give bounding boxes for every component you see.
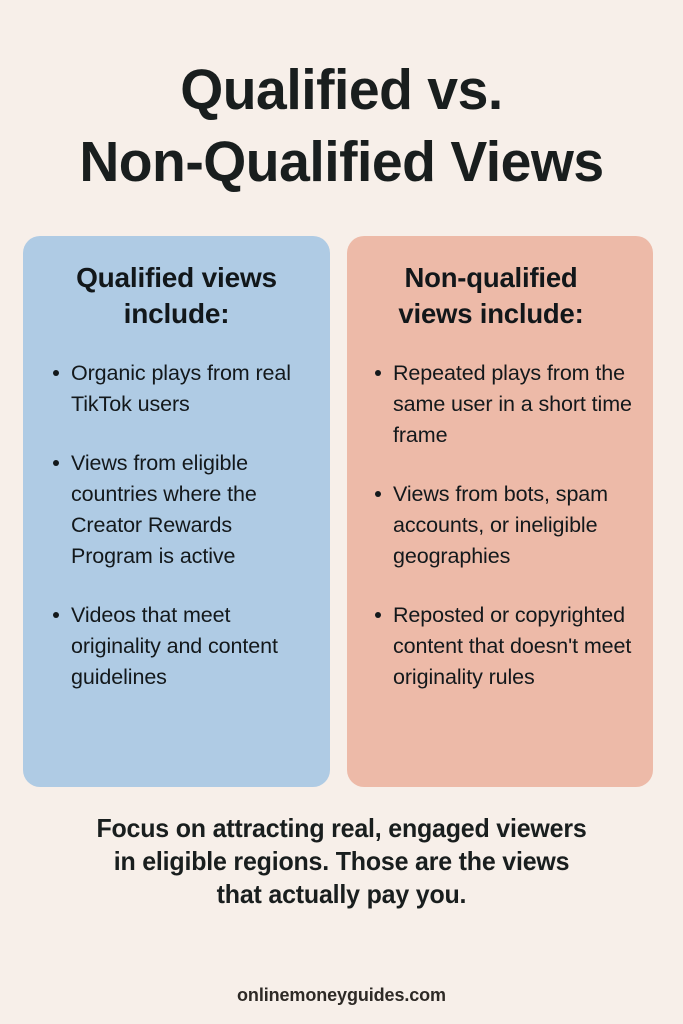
tagline-line-3: that actually pay you. bbox=[216, 879, 467, 909]
list-item-text: Repeated plays from the same user in a s… bbox=[393, 361, 632, 447]
comparison-cards: Qualified views include: Organic plays f… bbox=[23, 236, 653, 787]
bullet-dot-icon bbox=[375, 370, 381, 376]
tagline: Focus on attracting real, engaged viewer… bbox=[0, 812, 683, 911]
list-item: Views from eligible countries where the … bbox=[39, 448, 314, 572]
list-item-text: Reposted or copyrighted content that doe… bbox=[393, 603, 632, 689]
bullet-dot-icon bbox=[53, 612, 59, 618]
card-non-qualified-header: Non-qualified views include: bbox=[398, 262, 584, 329]
list-item: Reposted or copyrighted content that doe… bbox=[363, 600, 637, 693]
bullet-dot-icon bbox=[375, 612, 381, 618]
card-non-qualified-bullet-list: Repeated plays from the same user in a s… bbox=[363, 358, 637, 693]
list-item: Repeated plays from the same user in a s… bbox=[363, 358, 637, 451]
list-item: Videos that meet originality and content… bbox=[39, 600, 314, 693]
card-qualified-bullet-list: Organic plays from real TikTok users Vie… bbox=[39, 358, 314, 693]
list-item: Views from bots, spam accounts, or ineli… bbox=[363, 479, 637, 572]
tagline-line-1: Focus on attracting real, engaged viewer… bbox=[96, 813, 587, 843]
list-item: Organic plays from real TikTok users bbox=[39, 358, 314, 420]
list-item-text: Organic plays from real TikTok users bbox=[71, 361, 291, 416]
card-qualified-views: Qualified views include: Organic plays f… bbox=[23, 236, 330, 787]
bullet-dot-icon bbox=[53, 370, 59, 376]
bullet-dot-icon bbox=[53, 460, 59, 466]
page-title: Qualified vs. Non-Qualified Views bbox=[0, 54, 683, 198]
list-item-text: Videos that meet originality and content… bbox=[71, 603, 278, 689]
bullet-dot-icon bbox=[375, 491, 381, 497]
page-title-line-1: Qualified vs. bbox=[180, 58, 503, 122]
card-qualified-header: Qualified views include: bbox=[76, 262, 277, 329]
list-item-text: Views from eligible countries where the … bbox=[71, 451, 257, 568]
list-item-text: Views from bots, spam accounts, or ineli… bbox=[393, 482, 608, 568]
site-url: onlinemoneyguides.com bbox=[237, 985, 446, 1005]
tagline-line-2: in eligible regions. Those are the views bbox=[113, 846, 570, 876]
card-non-qualified-views: Non-qualified views include: Repeated pl… bbox=[347, 236, 653, 787]
page-title-line-2: Non-Qualified Views bbox=[79, 130, 604, 194]
